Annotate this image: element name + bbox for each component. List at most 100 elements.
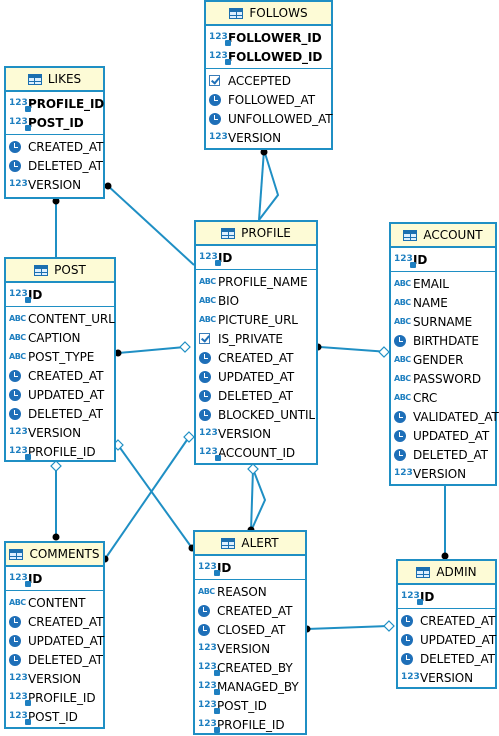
column-row[interactable]: DELETED_AT (196, 386, 316, 405)
column-row[interactable]: CREATED_AT (196, 348, 316, 367)
clock-icon (394, 334, 413, 347)
column-row[interactable]: DELETED_AT (6, 156, 103, 175)
key-number-icon: 123 (9, 289, 31, 303)
column-row[interactable]: CREATED_AT (6, 137, 103, 156)
entity-header[interactable]: ALERT (195, 532, 305, 556)
link-profile-alert-b (250, 468, 267, 532)
entity-header[interactable]: PROFILE (196, 222, 316, 246)
entity-header[interactable]: FOLLOWS (206, 2, 331, 26)
column-name: CONTENT (28, 595, 86, 610)
entity-header[interactable]: POST (6, 259, 114, 283)
column-row[interactable]: UPDATED_AT (196, 367, 316, 386)
column-row[interactable]: BLOCKED_UNTIL (196, 405, 316, 424)
column-row[interactable]: BIRTHDATE (391, 331, 495, 350)
clock-icon (209, 93, 228, 106)
column-row[interactable]: ACCEPTED (206, 71, 331, 90)
column-row[interactable]: UPDATED_AT (6, 385, 114, 404)
column-row[interactable]: DELETED_AT (6, 404, 114, 423)
clock-icon (9, 634, 28, 647)
checkbox-icon (209, 75, 228, 86)
text-icon: ABC (199, 296, 216, 305)
column-row[interactable]: DELETED_AT (391, 445, 495, 464)
column-row[interactable]: DELETED_AT (398, 649, 495, 668)
number-icon: 123 (9, 673, 28, 683)
clock-icon (198, 623, 217, 636)
column-row[interactable]: VALIDATED_AT (391, 407, 499, 426)
entity-title: PROFILE (241, 226, 291, 240)
column-row[interactable]: CREATED_AT (6, 366, 114, 385)
entity-header[interactable]: LIKES (6, 68, 103, 92)
clock-icon (9, 407, 28, 420)
column-row[interactable]: CREATED_AT (195, 601, 305, 620)
column-row[interactable]: CREATED_AT (398, 611, 495, 630)
text-icon: ABC (394, 355, 411, 364)
column-row[interactable]: IS_PRIVATE (196, 329, 316, 348)
entity-header[interactable]: ACCOUNT (391, 224, 495, 248)
column-row[interactable]: UPDATED_AT (391, 426, 495, 445)
column-name: FOLLOWED_ID (228, 49, 323, 64)
entity-header[interactable]: COMMENTS (6, 543, 103, 567)
column-row[interactable]: DELETED_AT (6, 650, 103, 669)
column-row[interactable]: FOLLOWED_AT (206, 90, 331, 109)
column-name: VERSION (28, 177, 82, 192)
column-row[interactable]: UPDATED_AT (398, 630, 496, 649)
entity-title: ADMIN (436, 565, 477, 579)
column-row[interactable]: UNFOLLOWED_AT (206, 109, 333, 128)
column-row[interactable]: UPDATED_AT (6, 631, 104, 650)
column-row[interactable]: CLOSED_AT (195, 620, 305, 639)
column-row[interactable]: CREATED_AT (6, 612, 103, 631)
key-number-icon: 123 (9, 117, 31, 131)
entity-header[interactable]: ADMIN (398, 561, 495, 585)
table-icon (229, 7, 244, 19)
